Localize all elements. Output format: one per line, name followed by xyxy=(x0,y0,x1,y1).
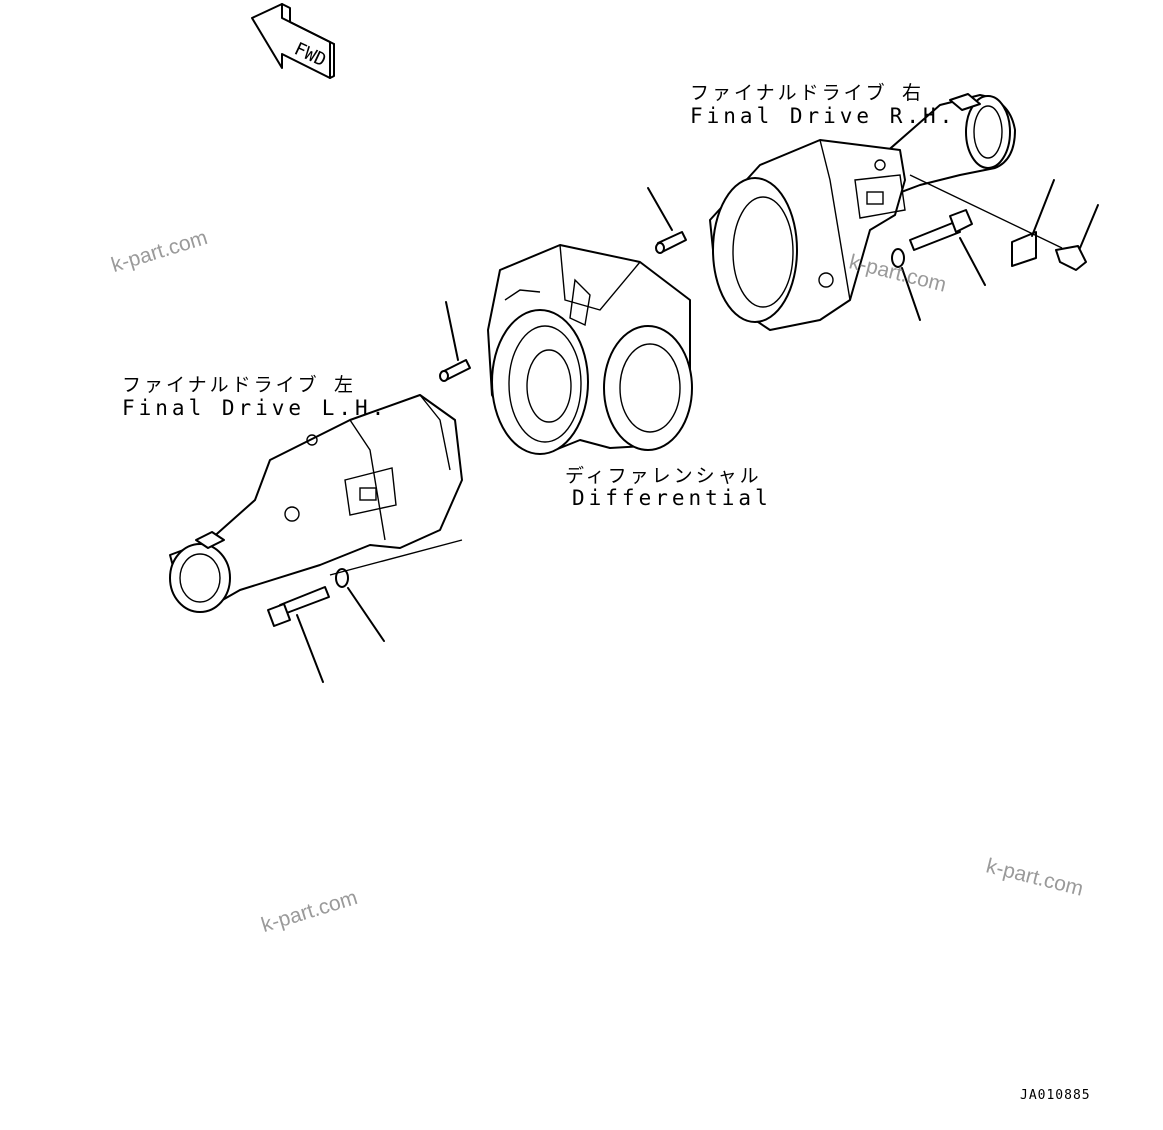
differential-drawing xyxy=(487,244,693,455)
fwd-arrow-icon: FWD xyxy=(251,3,335,79)
screw-rh-icon xyxy=(1055,204,1099,271)
fwd-text: FWD xyxy=(291,38,329,71)
final-drive-rh-label-jp: ファイナルドライブ 右 xyxy=(690,82,925,104)
bolt-rh-icon xyxy=(909,209,986,286)
final-drive-rh-label-en: Final Drive R.H. xyxy=(690,104,957,128)
final-drive-lh-label-jp: ファイナルドライブ 左 xyxy=(122,374,357,396)
differential-label-jp: ディファレンシャル xyxy=(565,465,762,487)
drawing-code: JA010885 xyxy=(1020,1088,1091,1103)
final-drive-lh-label-en: Final Drive L.H. xyxy=(122,396,389,420)
differential-label-en: Differential xyxy=(572,486,772,510)
washer-rh-icon xyxy=(891,248,921,321)
final-drive-lh-drawing xyxy=(169,394,463,613)
plate-rh-icon xyxy=(1011,179,1055,267)
dowel-pin-rh-icon xyxy=(647,187,687,254)
bolt-lh-icon xyxy=(267,586,330,683)
final-drive-rh-drawing xyxy=(709,93,1016,331)
dowel-pin-lh-icon xyxy=(439,301,471,382)
washer-lh-icon xyxy=(335,568,385,642)
